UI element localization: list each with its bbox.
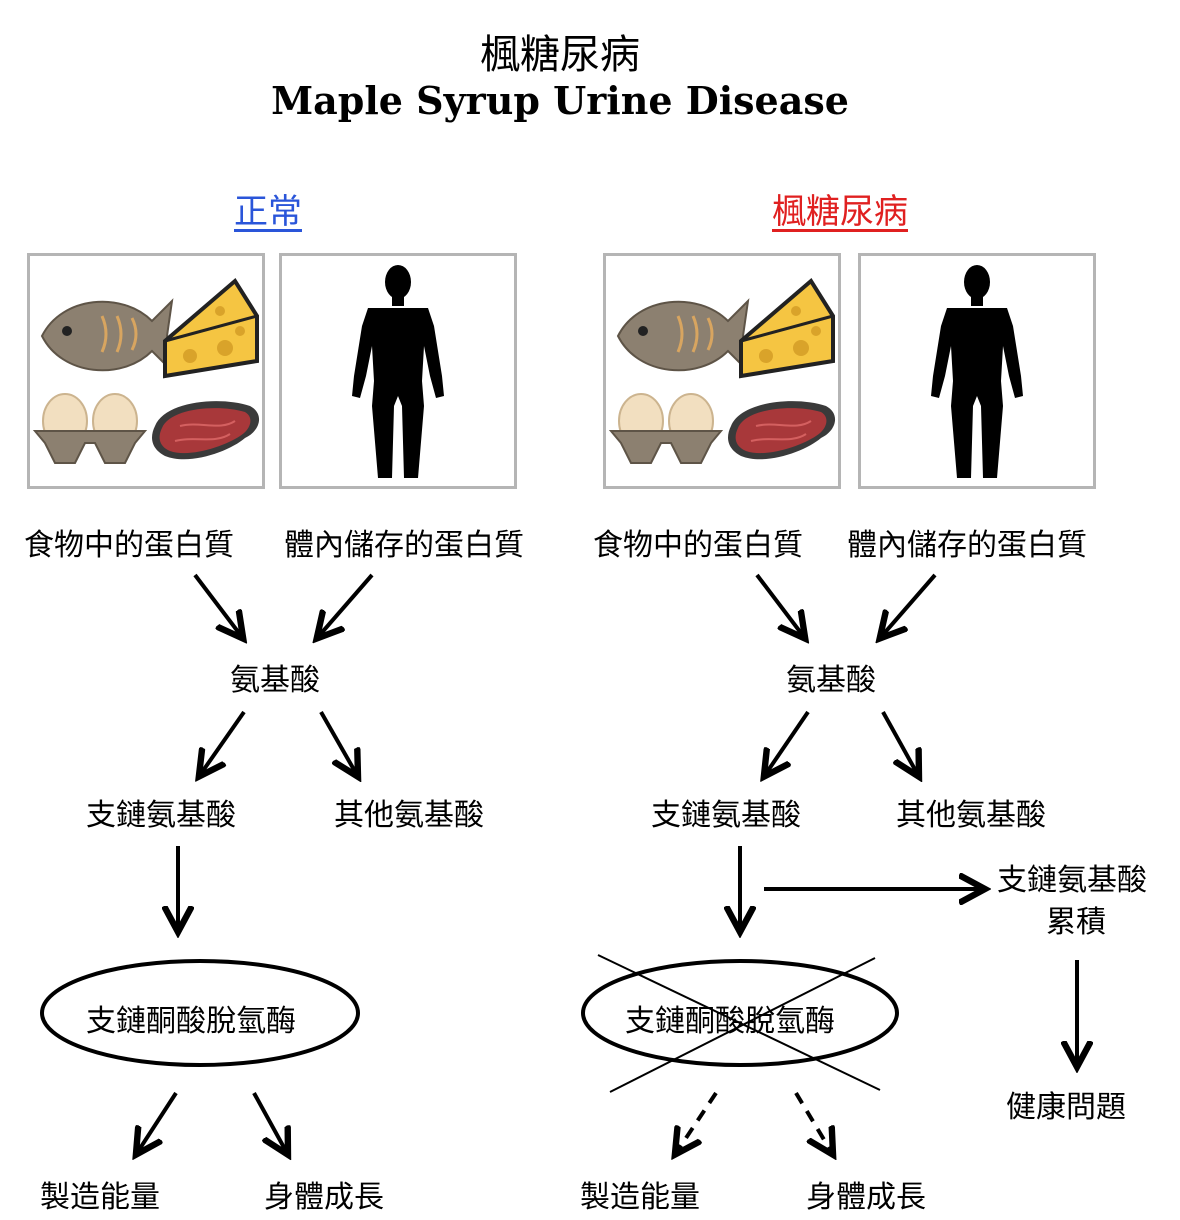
energy-label-normal: 製造能量 <box>40 1180 160 1215</box>
amino-acids-label-msud: 氨基酸 <box>786 663 876 698</box>
eggs-icon <box>608 393 724 464</box>
eggs-icon <box>32 393 148 464</box>
enzyme-label-msud: 支鏈酮酸脫氫酶 <box>625 1004 835 1039</box>
msud-heading: 楓糖尿病 <box>772 192 908 232</box>
enzyme-cross-line-1 <box>597 954 881 1091</box>
bcaa-label-normal: 支鏈氨基酸 <box>86 798 236 833</box>
cheese-icon <box>739 277 835 379</box>
arrow-aa-to-bcaa-msud <box>765 710 810 775</box>
steak-icon <box>152 401 260 460</box>
enzyme-cross-line-2 <box>609 957 876 1093</box>
arrow-aa-to-other-normal <box>319 711 357 775</box>
arrow-aa-to-bcaa-normal <box>200 710 246 775</box>
growth-label-normal: 身體成長 <box>264 1180 384 1215</box>
amino-acids-label-normal: 氨基酸 <box>230 663 320 698</box>
bcaa-label-msud: 支鏈氨基酸 <box>651 798 801 833</box>
arrow-food-to-aa-msud <box>755 573 804 637</box>
other-aa-label-msud: 其他氨基酸 <box>896 798 1046 833</box>
body-protein-label-normal: 體內儲存的蛋白質 <box>284 528 524 563</box>
cheese-icon <box>163 277 259 379</box>
arrow-body-to-aa-normal <box>318 573 374 637</box>
arrow-food-to-aa-normal <box>193 573 242 637</box>
body-panel-normal <box>279 253 517 489</box>
human-silhouette-icon <box>352 265 444 478</box>
food-panel-normal <box>27 253 265 489</box>
steak-icon <box>728 401 836 460</box>
arrow-aa-to-other-msud <box>881 711 918 775</box>
health-problems-label: 健康問題 <box>1006 1090 1126 1125</box>
food-panel-msud <box>603 253 841 489</box>
accumulation-label-line2: 累積 <box>1046 905 1106 940</box>
body-protein-label-msud: 體內儲存的蛋白質 <box>847 528 1087 563</box>
title-english: Maple Syrup Urine Disease <box>271 78 849 123</box>
food-protein-label-normal: 食物中的蛋白質 <box>24 528 234 563</box>
normal-heading: 正常 <box>234 192 302 232</box>
title-chinese: 楓糖尿病 <box>480 32 640 78</box>
enzyme-ellipse-msud <box>581 959 899 1067</box>
accumulation-label-line1: 支鏈氨基酸 <box>997 863 1147 898</box>
arrow-enzyme-to-growth-normal <box>252 1092 287 1153</box>
body-panel-msud <box>858 253 1096 489</box>
fish-icon <box>616 298 750 374</box>
arrow-body-to-aa-msud <box>881 573 937 637</box>
food-protein-label-msud: 食物中的蛋白質 <box>593 528 803 563</box>
enzyme-label-normal: 支鏈酮酸脫氫酶 <box>86 1004 296 1039</box>
arrow-enzyme-to-growth-msud <box>794 1091 832 1153</box>
growth-label-msud: 身體成長 <box>806 1180 926 1215</box>
human-silhouette-icon <box>931 265 1023 478</box>
other-aa-label-normal: 其他氨基酸 <box>334 798 484 833</box>
arrow-enzyme-to-energy-msud <box>676 1091 718 1153</box>
fish-icon <box>40 298 174 374</box>
enzyme-ellipse-normal <box>40 959 360 1067</box>
arrow-enzyme-to-energy-normal <box>137 1091 178 1153</box>
energy-label-msud: 製造能量 <box>580 1180 700 1215</box>
